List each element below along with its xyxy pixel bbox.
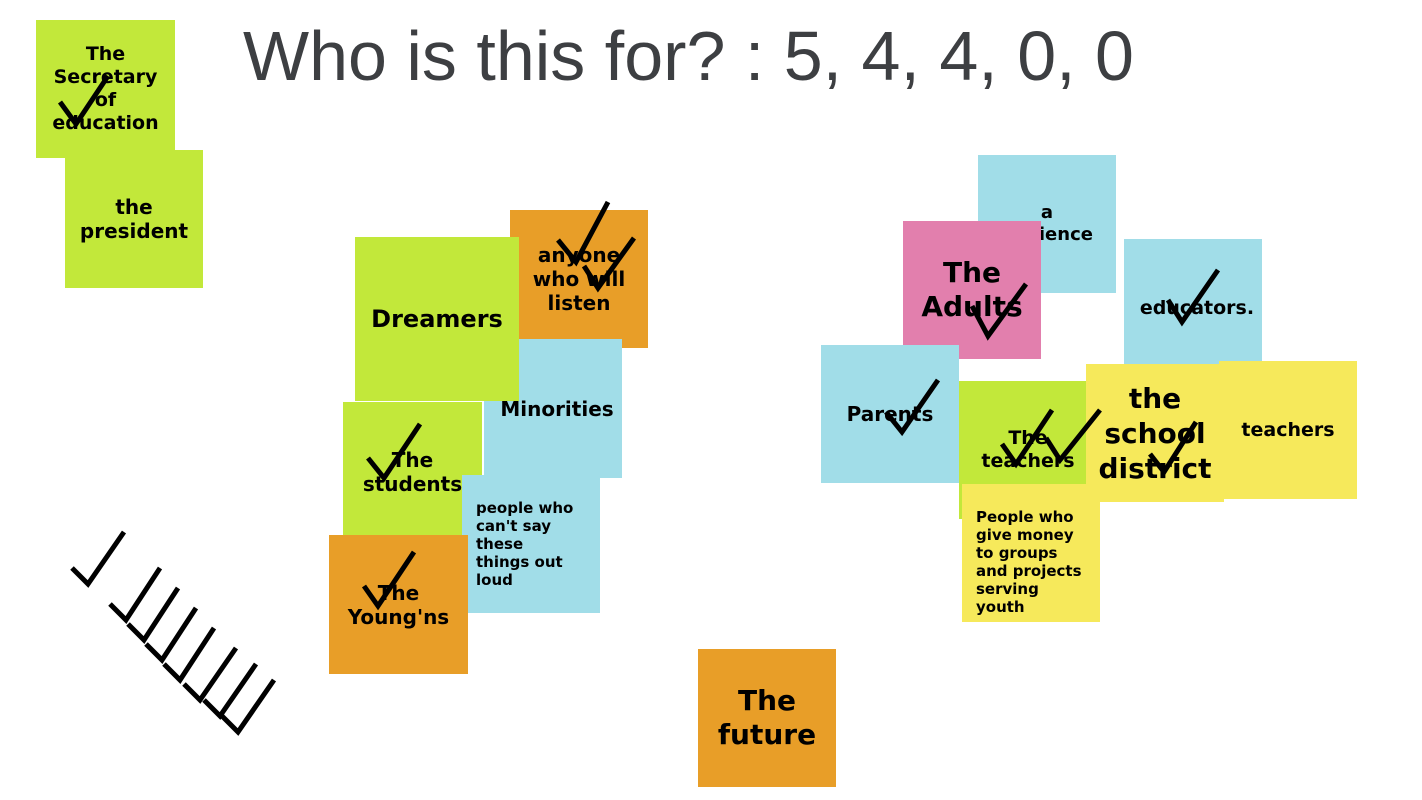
sticky-note-text: The students bbox=[362, 447, 463, 496]
check-mark-icon bbox=[162, 626, 217, 684]
sticky-note-text: people who can't say these things out lo… bbox=[476, 499, 574, 589]
sticky-note-text: The Secretary of education bbox=[52, 43, 159, 134]
sticky-note-text: the president bbox=[79, 195, 189, 243]
sticky-note-text: The teachers bbox=[981, 427, 1075, 472]
sticky-note-text: educators. bbox=[1139, 296, 1255, 319]
sticky-note-text: The future bbox=[717, 684, 817, 751]
sticky-note-minorities[interactable]: Minorities bbox=[484, 339, 622, 478]
sticky-note-text: People who give money to groups and proj… bbox=[976, 508, 1082, 616]
check-mark-icon bbox=[126, 586, 181, 644]
sticky-note-dreamers[interactable]: Dreamers bbox=[355, 237, 519, 401]
sticky-note-text: Dreamers bbox=[371, 304, 503, 333]
sticky-note-funders[interactable]: People who give money to groups and proj… bbox=[962, 484, 1100, 622]
page-title: Who is this for? : 5, 4, 4, 0, 0 bbox=[243, 17, 1134, 95]
check-mark-icon bbox=[70, 530, 127, 588]
sticky-note-future[interactable]: The future bbox=[698, 649, 836, 787]
sticky-note-adults[interactable]: The Adults bbox=[903, 221, 1041, 359]
sticky-note-text: teachers bbox=[1241, 418, 1335, 441]
sticky-note-text: anyone who will listen bbox=[532, 243, 626, 315]
check-mark-icon bbox=[202, 662, 259, 720]
sticky-note-text: The Adults bbox=[921, 256, 1023, 323]
sticky-note-text: the school district bbox=[1098, 381, 1212, 485]
sticky-note-text: Parents bbox=[846, 402, 934, 426]
sticky-note-parents[interactable]: Parents bbox=[821, 345, 959, 483]
sticky-note-educators[interactable]: educators. bbox=[1124, 239, 1262, 377]
check-mark-icon bbox=[220, 678, 277, 736]
sticky-note-text: Minorities bbox=[500, 396, 614, 421]
sticky-note-anyone[interactable]: anyone who will listen bbox=[510, 210, 648, 348]
check-mark-icon bbox=[108, 566, 163, 624]
check-mark-icon bbox=[144, 606, 199, 664]
sticky-note-people-cant-say[interactable]: people who can't say these things out lo… bbox=[462, 475, 600, 613]
sticky-note-school-district[interactable]: the school district bbox=[1086, 364, 1224, 502]
sticky-note-president[interactable]: the president bbox=[65, 150, 203, 288]
sticky-note-secretary[interactable]: The Secretary of education bbox=[36, 20, 175, 158]
sticky-note-text: The Young'ns bbox=[347, 580, 450, 629]
sticky-note-teachers[interactable]: teachers bbox=[1219, 361, 1357, 499]
sticky-note-youngns[interactable]: The Young'ns bbox=[329, 535, 468, 674]
check-mark-icon bbox=[182, 646, 239, 704]
